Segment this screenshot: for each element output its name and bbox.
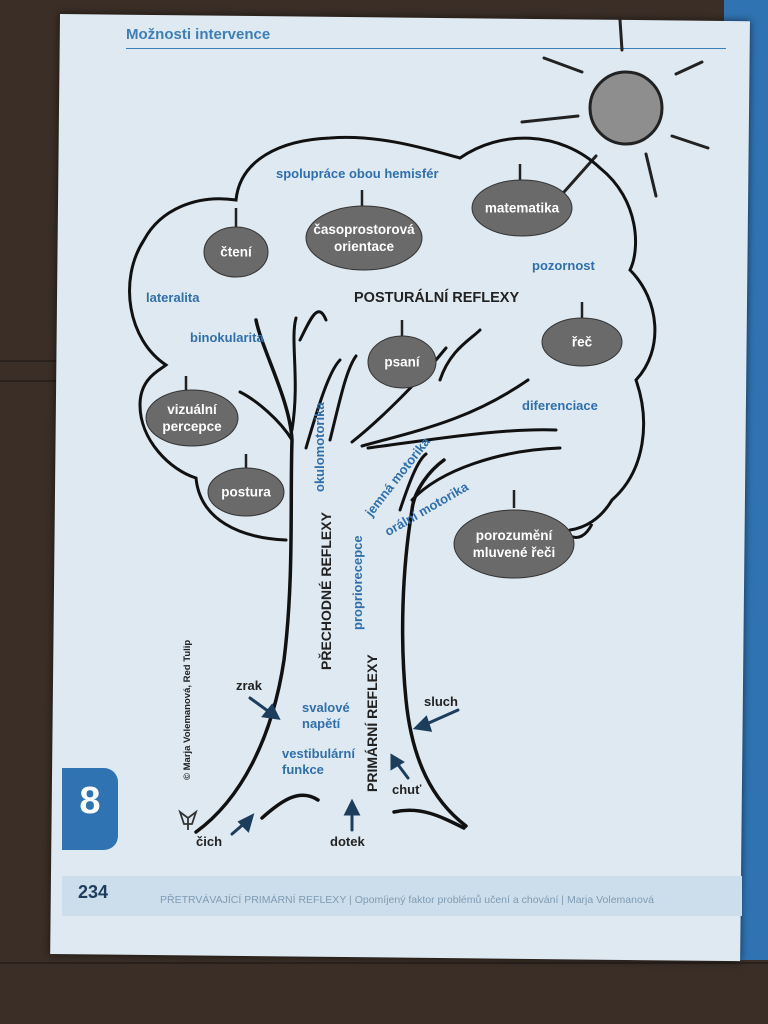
fruit-casoprostorova — [305, 205, 423, 271]
tree-trunk-left — [194, 318, 294, 834]
label-diferenciace: diferenciace — [522, 398, 598, 413]
label-spoluprace: spolupráce obou hemisfér — [276, 166, 439, 181]
chapter-number: 8 — [79, 780, 101, 822]
footer-band — [62, 876, 742, 916]
fruit-label-casoprostorova: časoprostorová orientace — [313, 222, 415, 254]
sun-icon — [520, 18, 710, 198]
page-number: 234 — [78, 882, 109, 902]
label-lateralita: lateralita — [146, 290, 200, 305]
fruit-label-postura: postura — [221, 484, 271, 500]
label-svalove-napeti: svalové napětí — [302, 700, 350, 731]
label-chut: chuť — [392, 782, 422, 797]
fruit-postura — [207, 467, 285, 517]
label-okulomotorika: okulomotorika — [312, 402, 327, 492]
fruit-label-porozumeni: porozumění mluvené řeči — [472, 528, 556, 560]
fruit-rec — [541, 317, 623, 367]
fruit-label-vizualni: vizuální percepce — [162, 402, 222, 434]
wood-seam — [0, 962, 768, 964]
chapter-tab — [62, 768, 118, 850]
header-rule — [126, 48, 726, 49]
fruit-label-psani: psaní — [384, 354, 420, 370]
fruit-vizualni — [145, 389, 239, 447]
tree-crown-outline — [128, 135, 657, 542]
fruit-matematika — [471, 179, 573, 237]
label-prechodne-reflexy: PŘECHODNÉ REFLEXY — [318, 512, 334, 670]
fruit-psani — [367, 335, 437, 389]
fruit-label-cteni: čtení — [220, 244, 252, 260]
label-cich: čich — [196, 834, 223, 849]
page-header-title: Možnosti intervence — [126, 26, 271, 43]
label-pozornost: pozornost — [532, 258, 595, 273]
fruit-label-rec: řeč — [571, 334, 593, 350]
label-binokularita: binokularita — [190, 330, 264, 345]
label-vestibularni-funkce: vestibulární funkce — [282, 746, 355, 777]
fruit-label-matematika: matematika — [484, 200, 560, 216]
copyright-text: © Marja Volemanová, Red Tulip — [182, 639, 193, 780]
tulip-icon — [178, 809, 198, 830]
label-zrak: zrak — [236, 678, 263, 693]
fruit-cteni — [203, 226, 269, 278]
label-propriorecepce: propriorecepce — [350, 535, 365, 630]
label-dotek: dotek — [330, 834, 365, 849]
footer-text: PŘETRVÁVAJÍCÍ PRIMÁRNÍ REFLEXY | Opomíje… — [160, 894, 654, 906]
label-sluch: sluch — [424, 694, 458, 709]
fruit-porozumeni — [453, 509, 575, 579]
label-posturalni-reflexy: POSTURÁLNÍ REFLEXY — [354, 290, 520, 306]
label-primarni-reflexy: PRIMÁRNÍ REFLEXY — [364, 654, 380, 792]
